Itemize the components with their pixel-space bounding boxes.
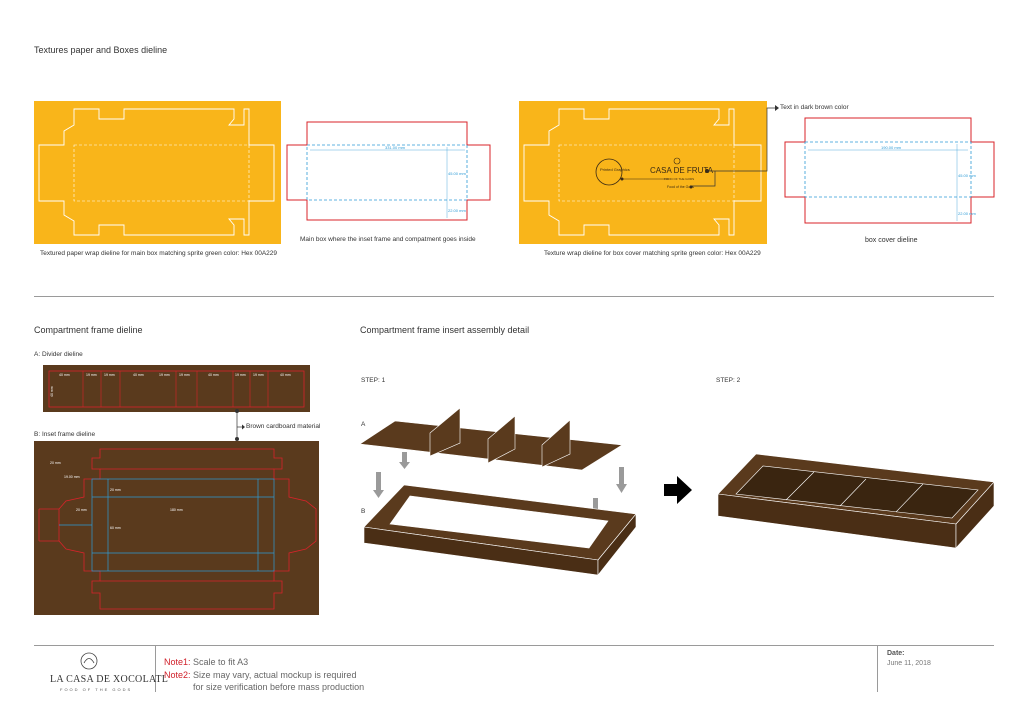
inset-dim-4: 20 mm — [76, 508, 87, 512]
main-wrap-fold-line — [73, 144, 250, 202]
divider-dim-1: 40 mm — [59, 373, 70, 377]
divider-dim-4: 40 mm — [133, 373, 144, 377]
step1-label: STEP: 1 — [361, 377, 386, 384]
note2-text: Size may vary, actual mockup is required — [193, 670, 357, 680]
note2-label: Note2: — [164, 670, 191, 680]
inset-dim-2: 19.00 mm — [64, 475, 80, 479]
date-label: Date: — [887, 650, 905, 657]
cover-wrap-dieline: Printed Graphics CASA DE FRUTA FOOD OF T… — [519, 101, 767, 244]
part-a-label: A — [361, 421, 366, 428]
inset-background — [34, 441, 319, 615]
section-divider — [34, 296, 994, 297]
note1-text: Scale to fit A3 — [193, 657, 249, 667]
main-box-height-dim: 45.00 mm — [448, 171, 466, 176]
main-box-caption: Main box where the inset frame and compa… — [300, 236, 476, 243]
assembled-tray-3d — [717, 453, 995, 549]
divider-slot-lines — [82, 371, 269, 407]
inset-cut-lines — [38, 448, 317, 610]
main-box-fold-line — [306, 144, 468, 201]
food-of-gods-label: Food of the Gods — [667, 185, 694, 189]
step2-label: STEP: 2 — [716, 377, 741, 384]
date-value: June 11, 2018 — [887, 660, 931, 667]
main-wrap-cut-line — [38, 108, 275, 236]
divider-dieline-label: A: Divider dieline — [34, 351, 83, 358]
assembly-step1 — [360, 407, 637, 576]
brand-name-small: CASA DE FRUTA — [650, 166, 714, 175]
text-color-callout-line — [690, 105, 779, 187]
main-box-height-dim-2: 22.00 mm — [448, 208, 466, 213]
inset-fold-lines — [59, 478, 275, 572]
inset-dim-5: 180 mm — [170, 508, 183, 512]
page-title: Textures paper and Boxes dieline — [34, 45, 168, 55]
box-cover-fold-line — [804, 141, 972, 198]
note2-text-line2: for size verification before mass produc… — [193, 682, 365, 692]
main-wrap-caption: Textured paper wrap dieline for main box… — [40, 250, 278, 257]
divider-dim-10: 40 mm — [280, 373, 291, 377]
footer-divider-2 — [877, 646, 878, 692]
box-cover-height-dim-2: 22.00 mm — [958, 211, 976, 216]
compartment-title: Compartment frame dieline — [34, 325, 143, 335]
text-color-callout: Text in dark brown color — [780, 104, 849, 111]
part-b-label: B — [361, 508, 366, 515]
divider-dim-9: 19 mm — [253, 373, 264, 377]
note2: Note2: Size may vary, actual mockup is r… — [164, 670, 356, 680]
box-cover-width-dim: 190.00 mm — [881, 145, 902, 150]
printed-graphics-circle — [595, 158, 623, 186]
assembly-title: Compartment frame insert assembly detail — [360, 325, 530, 335]
note1: Note1: Scale to fit A3 — [164, 657, 248, 667]
box-cover-height-dim: 45.00 mm — [958, 173, 976, 178]
note1-label: Note1: — [164, 657, 191, 667]
material-callout-line — [235, 409, 245, 441]
brand-logo-small — [673, 157, 681, 165]
logo-icon — [80, 652, 98, 670]
brand-tag-small: FOOD OF THE GODS — [664, 177, 694, 181]
inset-dim-1: 20 mm — [50, 461, 61, 465]
inset-dieline-label: B: Inset frame dieline — [34, 431, 96, 438]
main-box-dieline: 331.00 mm 45.00 mm 22.00 mm — [286, 121, 491, 221]
footer-divider-1 — [155, 646, 156, 692]
box-cover-caption: box cover dieline — [865, 237, 918, 244]
divider-strip-3d — [360, 407, 623, 471]
cover-wrap-caption: Texture wrap dieline for box cover match… — [544, 250, 761, 257]
divider-dim-6: 19 mm — [179, 373, 190, 377]
cover-wrap-cut-line — [523, 108, 762, 236]
logo-name: LA CASA DE XOCOLATL — [50, 674, 169, 685]
main-wrap-dieline — [34, 101, 281, 244]
box-cover-cut-line — [784, 117, 995, 224]
box-cover-dieline: 190.00 mm 45.00 mm 22.00 mm — [784, 117, 995, 224]
printed-graphics-label: Printed Graphics — [600, 167, 630, 172]
divider-dim-7: 40 mm — [208, 373, 219, 377]
divider-dieline: 40 mm 19 mm 19 mm 40 mm 19 mm 19 mm 40 m… — [43, 365, 310, 412]
footer-top-line — [34, 645, 994, 646]
divider-dim-8: 19 mm — [235, 373, 246, 377]
material-callout: Brown cardboard material — [246, 423, 321, 430]
graphics-pointer-dot — [620, 177, 624, 181]
inset-dim-6: 60 mm — [110, 526, 121, 530]
inset-frame-3d — [363, 484, 637, 576]
next-step-arrow — [664, 476, 692, 504]
cover-wrap-fold-line — [558, 144, 735, 202]
divider-dim-3: 19 mm — [104, 373, 115, 377]
divider-cut-line — [48, 370, 305, 408]
logo-tagline: FOOD OF THE GODS — [60, 687, 133, 692]
divider-background — [43, 365, 310, 412]
divider-height-dim: 40 mm — [50, 386, 54, 397]
main-box-width-dim: 331.00 mm — [385, 145, 406, 150]
divider-dim-5: 19 mm — [159, 373, 170, 377]
inset-frame-dieline: 20 mm 19.00 mm 20 mm 20 mm 180 mm 60 mm — [34, 441, 319, 615]
assembly-step2 — [717, 453, 995, 549]
inset-dim-3: 20 mm — [110, 488, 121, 492]
divider-dim-2: 19 mm — [86, 373, 97, 377]
